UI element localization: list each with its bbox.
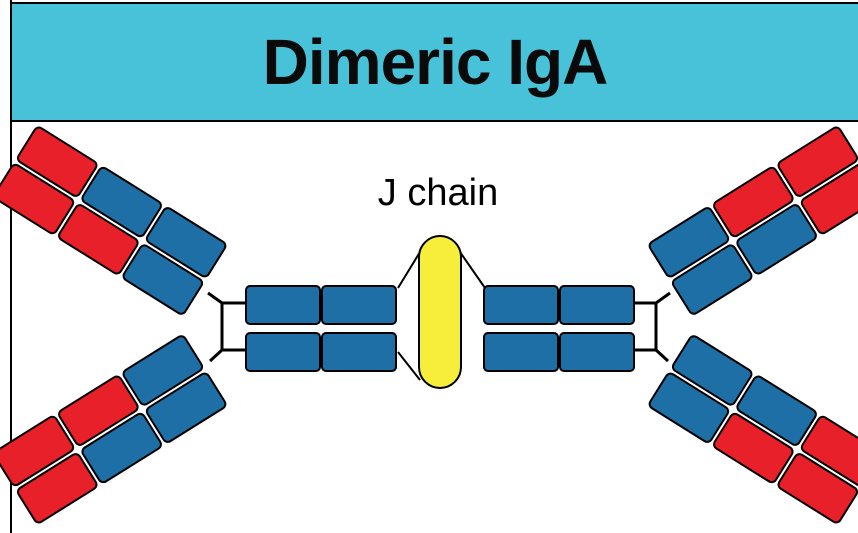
fab-arm-lower-right <box>648 335 858 524</box>
right-hinge <box>634 291 671 363</box>
fab-arm-lower-left <box>0 335 227 524</box>
j-chain-linker <box>397 251 486 381</box>
diagram-frame <box>10 0 858 533</box>
j-chain-label: J chain <box>378 172 498 214</box>
j-chain <box>418 235 462 389</box>
right-fc-stem <box>483 285 635 372</box>
left-hinge <box>207 291 246 363</box>
fab-arm-upper-right <box>648 126 858 315</box>
title-bar: Dimeric IgA <box>10 2 858 122</box>
left-fc-stem <box>245 285 397 372</box>
diagram-title: Dimeric IgA <box>262 26 609 98</box>
fab-arm-upper-left <box>0 126 227 315</box>
